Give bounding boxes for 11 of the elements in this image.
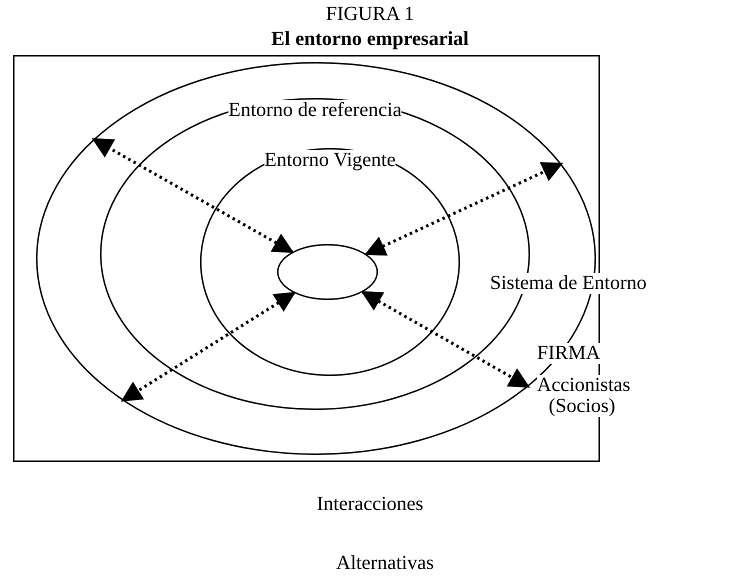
double-arrow [92,138,294,254]
ring-label: Entorno Vigente [264,150,396,170]
ellipse-ring [277,244,378,300]
double-arrow [120,292,296,402]
figure-title: El entorno empresarial [271,27,469,51]
ring-label: FIRMA [537,343,600,364]
ring-label: Accionistas (Socios) [537,375,627,417]
ellipse-ring [200,148,460,376]
double-arrow [360,290,530,388]
ring-label: Sistema de Entorno [490,273,647,294]
double-arrow [364,162,564,256]
